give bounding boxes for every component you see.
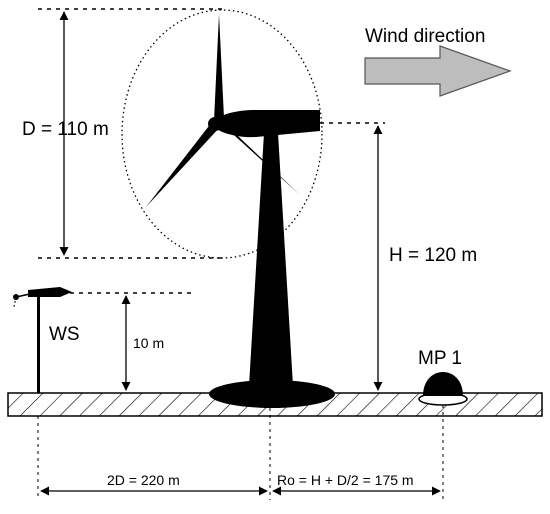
weather-station-label: WS: [49, 324, 80, 345]
turbine-tower: [249, 133, 293, 386]
rotor-diameter-label: D = 110 m: [22, 119, 109, 140]
turbine-foundation: [209, 380, 335, 408]
reference-lines: [38, 8, 385, 294]
turbine-hub: [208, 117, 222, 131]
wind-direction-label: Wind direction: [365, 26, 485, 47]
weather-station-mast: [37, 296, 40, 393]
station-to-turbine-label: 2D = 220 m: [107, 472, 180, 488]
weather-station-vane: [28, 287, 72, 297]
weather-station: [13, 287, 72, 393]
station-height-label: 10 m: [133, 335, 164, 351]
measurement-point-label: MP 1: [418, 348, 462, 369]
mp-dome: [423, 372, 463, 396]
turbine-nacelle: [214, 110, 320, 138]
measurement-point: [418, 372, 468, 406]
turbine-blade-right: [219, 118, 300, 195]
hub-height-label: H = 120 m: [389, 245, 477, 266]
wind-turbine: [146, 14, 335, 408]
distance-drop-lines: [37, 405, 444, 500]
wind-direction-arrow: [364, 45, 512, 97]
rotor-swept-area: [121, 9, 323, 259]
dimension-arrows: [40, 11, 441, 496]
turbine-to-mp-label: Ro = H + D/2 = 175 m: [277, 472, 414, 488]
turbine-blade-left: [146, 122, 220, 207]
turbine-blade-up: [214, 14, 224, 121]
